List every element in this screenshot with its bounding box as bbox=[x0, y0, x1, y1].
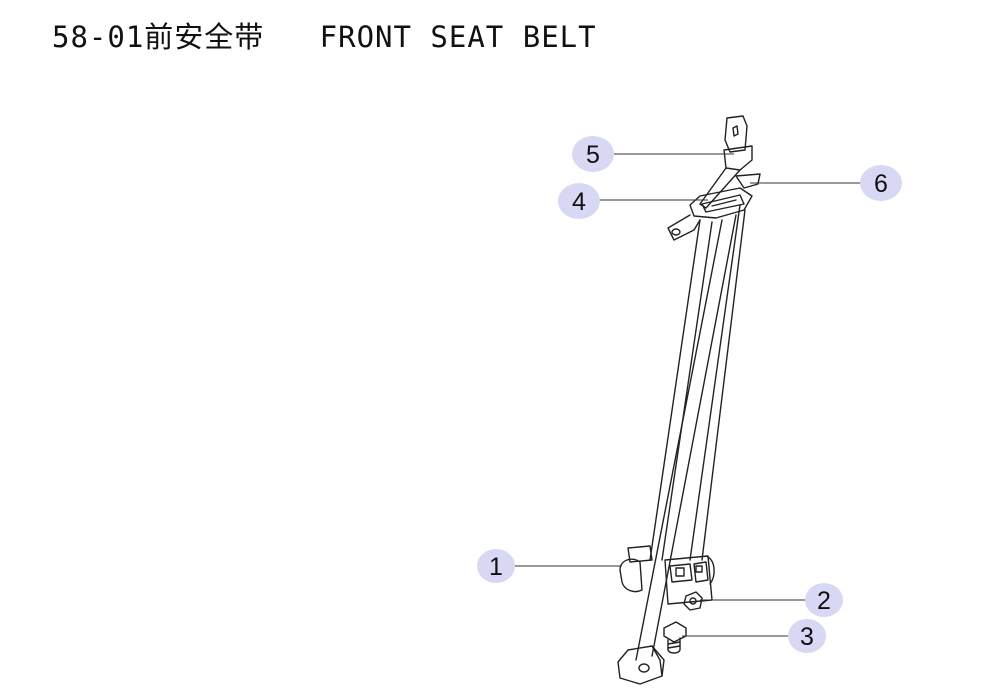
callout-1-label: 1 bbox=[489, 553, 503, 581]
callout-6-label: 6 bbox=[874, 170, 888, 198]
callout-5-label: 5 bbox=[586, 141, 600, 169]
turning-loop bbox=[667, 173, 761, 241]
callout-3-label: 3 bbox=[800, 623, 814, 651]
callout-3-bubble bbox=[788, 619, 826, 653]
callout-1-bubble bbox=[477, 549, 515, 583]
callout-2-bubble bbox=[805, 583, 843, 617]
belt-webbing bbox=[635, 204, 746, 661]
callout-6-bubble bbox=[860, 165, 902, 201]
diagram-title: 58-01前安全带 FRONT SEAT BELT bbox=[52, 20, 597, 54]
callout-4-bubble bbox=[558, 183, 600, 219]
callout-5-bubble bbox=[572, 136, 614, 172]
lower-anchor-plate bbox=[617, 645, 665, 685]
retractor-nut bbox=[683, 591, 703, 611]
anchor-bolt bbox=[663, 621, 687, 654]
callout-4-label: 4 bbox=[572, 188, 586, 216]
callout-2-label: 2 bbox=[817, 587, 831, 615]
